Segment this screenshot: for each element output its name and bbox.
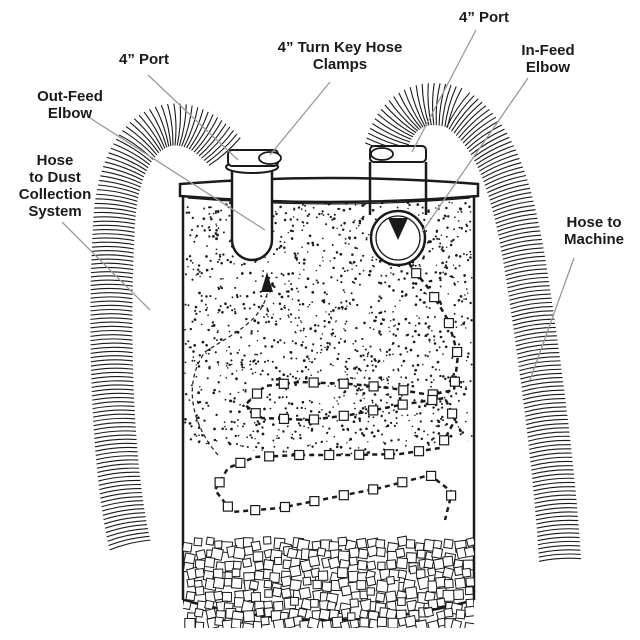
infeed-arrow-icon <box>388 218 408 240</box>
label-hose-clamps: 4” Turn Key Hose Clamps <box>277 39 403 73</box>
label-hose-dust-collection: Hose to Dust Collection System <box>18 152 92 220</box>
fine-dust-speckle <box>184 201 474 455</box>
label-hose-machine: Hose to Machine <box>563 214 624 248</box>
hose-clamps <box>227 145 427 167</box>
leader-lines <box>61 29 575 381</box>
exhaust-air-path <box>191 289 269 456</box>
airflow-spiral-path <box>213 247 460 521</box>
debris-particles <box>214 242 463 516</box>
wood-chip-pile <box>183 535 474 628</box>
label-infeed-elbow: In-Feed Elbow <box>521 42 575 76</box>
exhaust-arrow-icon <box>261 272 273 292</box>
label-port-right: 4” Port <box>458 9 509 26</box>
label-outfeed-elbow: Out-Feed Elbow <box>37 88 103 122</box>
infeed-elbow <box>368 162 428 267</box>
bin-lid <box>178 176 480 205</box>
hose-to-dust-collection <box>90 103 241 551</box>
label-port-left: 4” Port <box>118 51 169 68</box>
